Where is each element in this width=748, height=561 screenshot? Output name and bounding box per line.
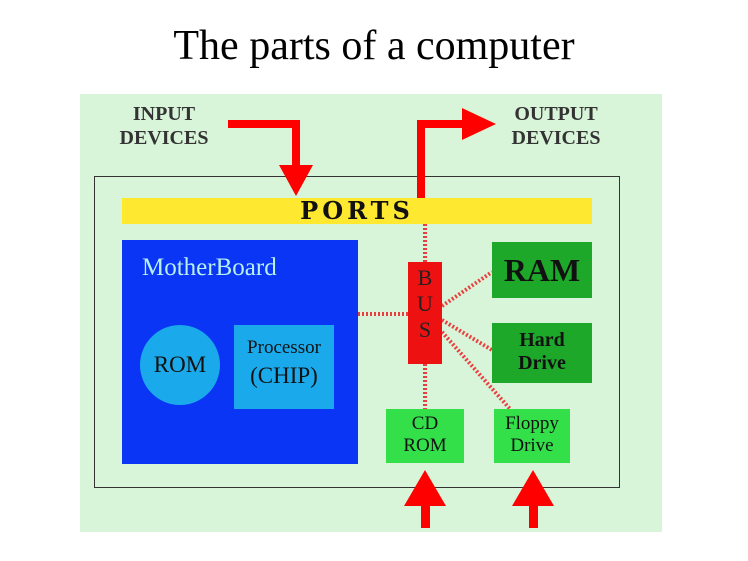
bus-letter: S — [418, 317, 432, 342]
bus-to-ram-line — [440, 270, 494, 308]
computer-case-frame — [94, 176, 620, 488]
ram-label: RAM — [503, 252, 581, 288]
input-devices-label: INPUT DEVICES — [106, 102, 222, 150]
hard-drive-label-line1: Hard — [519, 329, 565, 351]
motherboard-label: MotherBoard — [142, 254, 277, 281]
cd-rom-label-line1: CD — [411, 413, 439, 434]
output-devices-label: OUTPUT DEVICES — [494, 102, 618, 150]
bus-to-hard-drive-line — [440, 318, 494, 352]
input-label-line1: INPUT — [132, 103, 196, 125]
cd-rom-label-line2: ROM — [403, 435, 447, 456]
rom-circle: ROM — [140, 325, 220, 405]
chip-label: (CHIP) — [250, 363, 318, 388]
input-arrow — [228, 120, 313, 196]
page-title: The parts of a computer — [173, 23, 575, 69]
cdrom-input-arrow — [404, 470, 446, 528]
ram-box: RAM — [492, 242, 592, 298]
output-label-line1: OUTPUT — [514, 103, 598, 125]
hard-drive-label-line2: Drive — [518, 352, 566, 374]
rom-label: ROM — [153, 352, 207, 377]
processor-box: Processor (CHIP) — [234, 325, 334, 409]
ports-bar: PORTS — [122, 198, 592, 224]
floppy-input-arrow — [512, 470, 554, 528]
input-label-line2: DEVICES — [119, 127, 209, 149]
bus-letter: B — [417, 265, 433, 290]
bus-to-floppy-line — [440, 330, 512, 411]
processor-label: Processor — [247, 337, 321, 358]
hard-drive-box: Hard Drive — [492, 323, 592, 383]
floppy-label-line2: Drive — [510, 435, 554, 456]
floppy-label-line1: Floppy — [505, 413, 559, 434]
bus-box: B U S — [408, 262, 442, 364]
output-label-line2: DEVICES — [511, 127, 601, 149]
bus-letter: U — [417, 291, 433, 316]
floppy-drive-box: Floppy Drive — [494, 409, 570, 463]
output-arrow — [417, 108, 496, 198]
cd-rom-box: CD ROM — [386, 409, 464, 463]
